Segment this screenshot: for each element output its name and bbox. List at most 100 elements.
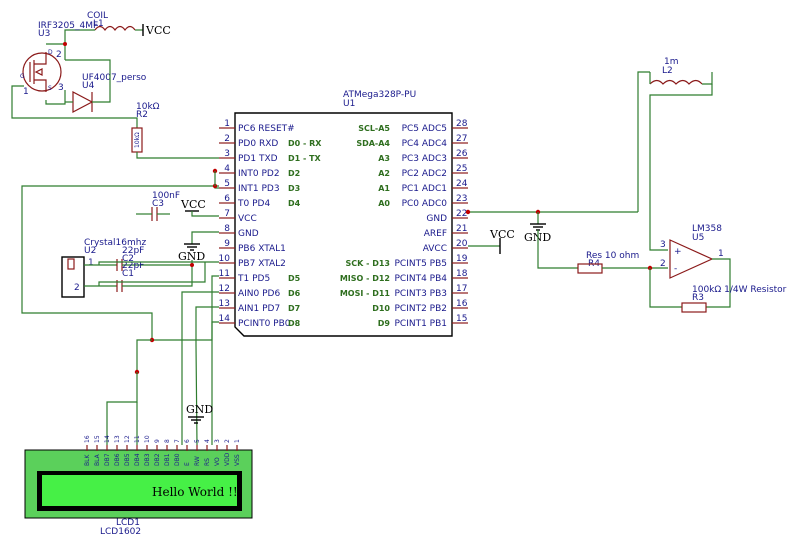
lcd-pin-number: 14 bbox=[104, 435, 111, 443]
crystal-u2[interactable]: Crystal16mhz U2 1 2 bbox=[61, 238, 146, 298]
mcu-pin-number: 12 bbox=[219, 284, 230, 294]
mcu-pin-name: PC3 ADC3 bbox=[402, 154, 447, 164]
mcu-pin-name: T1 PD5 bbox=[237, 274, 270, 284]
lcd-pin-number: 5 bbox=[194, 439, 201, 443]
mcu-pin-alt: MOSI - D11 bbox=[340, 289, 391, 298]
inductor-l2[interactable]: 1m L2 bbox=[649, 57, 713, 85]
mcu-pin-name: PCINT5 PB5 bbox=[394, 259, 447, 269]
mcu-pin-alt: SDA-A4 bbox=[356, 139, 390, 148]
mcu-pin-name: PCINT4 PB4 bbox=[394, 274, 447, 284]
capacitor-c1[interactable]: 22pF C1 bbox=[116, 261, 193, 292]
mcu-ref: U1 bbox=[343, 99, 355, 109]
gnd-symbol bbox=[530, 223, 546, 231]
lcd-pin-name: RW bbox=[194, 456, 201, 466]
coil-label: COIL bbox=[87, 11, 108, 21]
lcd-pin-number: 16 bbox=[84, 435, 91, 443]
lcd-pin-number: 8 bbox=[164, 439, 171, 443]
lcd-pin-name: DB0 bbox=[174, 453, 181, 466]
lcd-pin-number: 13 bbox=[114, 435, 121, 443]
lcd-pin-number: 15 bbox=[94, 435, 101, 443]
gnd-label-lcd: GND bbox=[186, 403, 213, 416]
lcd-pin-number: 3 bbox=[214, 439, 221, 443]
opamp-minus: - bbox=[674, 264, 677, 274]
wire bbox=[649, 268, 682, 308]
opamp-ref: U5 bbox=[692, 233, 704, 243]
gnd-symbol bbox=[184, 243, 200, 251]
mcu-pin-number: 22 bbox=[456, 209, 467, 219]
wire bbox=[706, 258, 731, 308]
lcd-pin-number: 10 bbox=[144, 435, 151, 443]
lcd-display-text: Hello World !!! bbox=[152, 485, 243, 499]
lcd-pin-name: DB1 bbox=[164, 453, 171, 466]
mcu-pin-name: INT1 PD3 bbox=[238, 184, 280, 194]
wire bbox=[191, 231, 219, 244]
lcd-pin-number: 9 bbox=[154, 439, 161, 443]
c2-value: 22pF bbox=[122, 246, 144, 256]
wire bbox=[64, 29, 95, 44]
lcd-pin-number: 1 bbox=[234, 439, 241, 443]
vcc-label-c3: VCC bbox=[180, 198, 206, 211]
mcu-pin-number: 4 bbox=[224, 164, 230, 174]
mcu-pin-number: 1 bbox=[224, 119, 230, 129]
mcu-pin-name: PC4 ADC4 bbox=[402, 139, 448, 149]
lcd-pin-name: VSS bbox=[234, 454, 241, 466]
capacitor-c3[interactable]: 100nF C3 bbox=[136, 191, 180, 221]
diode-name: UF4007_perso bbox=[82, 73, 147, 83]
mosfet-drain-lead bbox=[34, 52, 47, 65]
mcu-pin-alt: D5 bbox=[288, 274, 301, 283]
lcd-pin-name: E bbox=[184, 462, 191, 466]
wire bbox=[65, 59, 111, 103]
r2-value: 10kΩ bbox=[136, 102, 160, 112]
mcu-pin-name: AVCC bbox=[423, 244, 447, 254]
wire bbox=[122, 265, 193, 287]
resistor-r4[interactable]: Res 10 ohm R4 bbox=[577, 251, 639, 274]
mcu-pin-number: 20 bbox=[456, 239, 468, 249]
mcu-pin-name: T0 PD4 bbox=[237, 199, 270, 209]
mosfet-pin-d: D bbox=[48, 49, 53, 56]
vcc-label-avcc: VCC bbox=[489, 228, 515, 241]
c2-ref: C2 bbox=[122, 254, 134, 264]
mcu-pin-number: 16 bbox=[456, 299, 468, 309]
coil-ref: L1 bbox=[93, 19, 104, 29]
mcu-pin-name: PC0 ADC0 bbox=[402, 199, 448, 209]
r3-ref: R3 bbox=[692, 293, 704, 303]
gnd-symbol bbox=[188, 416, 204, 424]
opamp-u5[interactable]: LM358 U5 + - 3 2 1 bbox=[660, 224, 724, 279]
lcd-1602[interactable]: Hello World !!! 16BLK15BLA14DB713DB612DB… bbox=[24, 435, 253, 537]
l2-winding bbox=[649, 79, 703, 85]
wire bbox=[702, 72, 713, 85]
mcu-pin-number: 18 bbox=[456, 269, 468, 279]
mcu-pin-alt: A0 bbox=[378, 199, 390, 208]
mcu-pin-name: AREF bbox=[424, 229, 447, 239]
mcu-pin-name: PB6 XTAL1 bbox=[238, 244, 286, 254]
mosfet-pin-3: 3 bbox=[58, 83, 64, 93]
lcd-pin-name: DB6 bbox=[114, 453, 121, 466]
mosfet-u3[interactable]: IRF3205_4MF U3 D S G 2 1 3 bbox=[20, 21, 98, 105]
wire bbox=[537, 230, 578, 269]
opamp-pin-2: 2 bbox=[660, 259, 666, 269]
l2-ref: L2 bbox=[662, 66, 673, 76]
mcu-pin-name: PB7 XTAL2 bbox=[238, 259, 286, 269]
wire bbox=[211, 321, 219, 445]
crystal-pin-1: 1 bbox=[88, 258, 94, 268]
coil-l1[interactable]: COIL L1 VCC bbox=[64, 11, 171, 44]
mosfet-source-lead bbox=[34, 79, 47, 92]
junction bbox=[465, 209, 471, 215]
mcu-pin-alt: A3 bbox=[378, 154, 390, 163]
mosfet-pin-1: 1 bbox=[23, 87, 29, 97]
resistor-r2[interactable]: 10kΩ R2 10kΩ bbox=[131, 102, 219, 159]
wire bbox=[98, 261, 219, 265]
opamp-pin-3: 3 bbox=[660, 240, 666, 250]
resistor-r3[interactable]: 100kΩ 1/4W Resistor R3 bbox=[681, 285, 787, 313]
mcu-pin-alt: D10 bbox=[372, 304, 390, 313]
r2-ref: R2 bbox=[136, 110, 148, 120]
diode-u4[interactable]: UF4007_perso U4 bbox=[65, 59, 147, 113]
mcu-pin-name: PC6 RESET# bbox=[238, 124, 295, 134]
mcu-pin-name: PD1 TXD bbox=[238, 154, 278, 164]
mosfet-arrow bbox=[34, 68, 43, 76]
opamp-plus: + bbox=[674, 247, 682, 257]
mcu-pin-number: 23 bbox=[456, 194, 467, 204]
lcd-name: LCD1602 bbox=[100, 527, 141, 537]
